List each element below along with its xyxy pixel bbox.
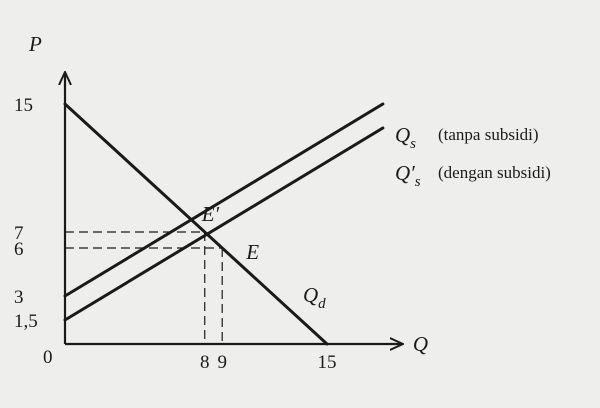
y-tick-label: 15 <box>14 95 33 116</box>
supply_subsidy-subscript: s <box>415 174 421 190</box>
supply-note: (tanpa subsidi) <box>438 125 539 144</box>
axes: Q P 0 <box>28 32 428 368</box>
x-axis-title: Q <box>413 332 428 356</box>
y-tick-label: 7 <box>14 223 24 244</box>
supply-curve <box>63 102 385 298</box>
E-label: E <box>245 240 259 264</box>
y-axis-title: P <box>28 32 42 56</box>
E_prime-label: E′ <box>201 202 220 226</box>
supply_subsidy-note: (dengan subsidi) <box>438 163 551 182</box>
supply-subscript: s <box>410 136 416 152</box>
demand-label: Qd <box>303 283 326 312</box>
curves <box>63 102 385 346</box>
equilibrium-labels: E E′ <box>201 202 259 264</box>
supply_subsidy-label: Q′s <box>395 161 421 190</box>
demand-curve <box>63 102 329 346</box>
x-tick-label: 9 <box>217 352 227 373</box>
y-tick-label: 3 <box>14 287 24 308</box>
curve-labels: Qd Qs (tanpa subsidi) Q′s (dengan subsidi) <box>303 123 551 312</box>
y-tick-label: 6 <box>14 239 24 260</box>
y-tick-label: 1,5 <box>14 311 38 332</box>
x-tick-label: 15 <box>318 352 337 373</box>
origin-label: 0 <box>43 347 53 368</box>
supply-subsidy-curve <box>63 126 385 322</box>
x-tick-label: 8 <box>200 352 210 373</box>
supply-label: Qs <box>395 123 416 152</box>
demand-subscript: d <box>318 296 326 312</box>
